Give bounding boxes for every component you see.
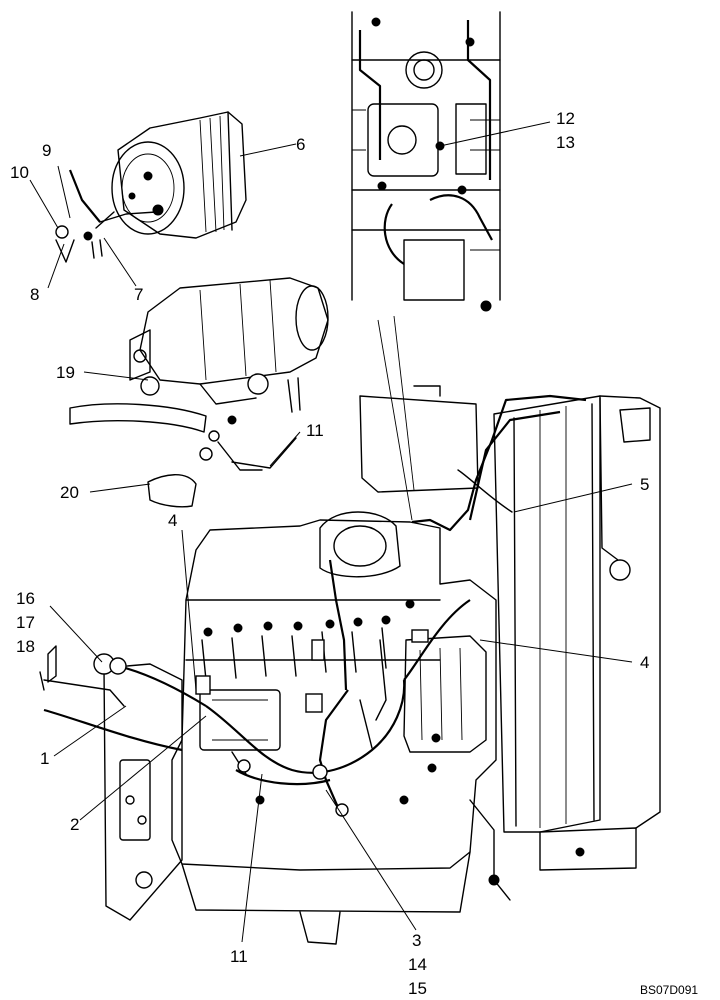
callout-labels: 6 9 10 8 7 12 13 19 11 20 5 4 16 17 18 4… bbox=[10, 109, 698, 998]
figure-code: BS07D091 bbox=[640, 983, 698, 997]
callout-1: 1 bbox=[40, 749, 49, 768]
callout-19: 19 bbox=[56, 363, 75, 382]
callout-13: 13 bbox=[556, 133, 575, 152]
callout-8: 8 bbox=[30, 285, 39, 304]
callout-12: 12 bbox=[556, 109, 575, 128]
callout-16: 16 bbox=[16, 589, 35, 608]
callout-4-left: 4 bbox=[168, 511, 177, 530]
alternator-drawing bbox=[55, 111, 247, 263]
callout-3: 3 bbox=[412, 931, 421, 950]
callout-2: 2 bbox=[70, 815, 79, 834]
callout-11-bottom: 11 bbox=[230, 947, 248, 966]
callout-9: 9 bbox=[42, 141, 51, 160]
callout-20: 20 bbox=[60, 483, 79, 502]
callout-18: 18 bbox=[16, 637, 35, 656]
callout-6: 6 bbox=[296, 135, 305, 154]
callout-10: 10 bbox=[10, 163, 29, 182]
starter-motor-drawing bbox=[69, 277, 329, 508]
leader-lines bbox=[29, 121, 633, 943]
callout-14: 14 bbox=[408, 955, 427, 974]
callout-11-top: 11 bbox=[306, 421, 324, 440]
callout-4-right: 4 bbox=[640, 653, 649, 672]
callout-17: 17 bbox=[16, 613, 35, 632]
callout-5: 5 bbox=[640, 475, 649, 494]
engine-detail-inset bbox=[351, 11, 501, 312]
callout-15: 15 bbox=[408, 979, 427, 998]
engine-assembly-drawing bbox=[39, 315, 661, 945]
callout-7: 7 bbox=[134, 285, 143, 304]
